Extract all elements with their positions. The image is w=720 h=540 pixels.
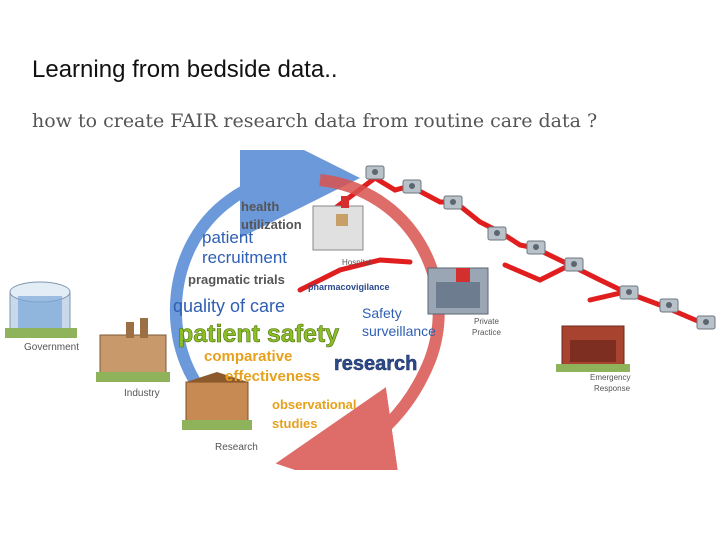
- research-label: Research: [215, 442, 258, 453]
- private-practice-building-icon: [427, 267, 489, 315]
- network-node-icons: [365, 165, 716, 330]
- emergency-response-label-line1: Emergency: [590, 373, 630, 382]
- label-comparative: comparative: [204, 348, 292, 365]
- label-surveillance: surveillance: [362, 323, 436, 339]
- label-patient: patient: [202, 228, 253, 247]
- private-practice-label-line2: Practice: [472, 328, 501, 337]
- hospital-building-icon: [312, 196, 364, 251]
- label-effectiveness: effectiveness: [225, 368, 320, 385]
- slide-subtitle: how to create FAIR research data from ro…: [32, 110, 598, 132]
- network-node-icon: [402, 179, 422, 194]
- network-node-icon: [619, 285, 639, 300]
- label-patient-safety: patient safety: [178, 320, 339, 348]
- label-health: health: [241, 199, 279, 214]
- label-safety: Safety: [362, 305, 402, 321]
- network-node-icon: [487, 226, 507, 241]
- label-utilization: utilization: [241, 217, 302, 232]
- label-research: research: [334, 353, 417, 375]
- label-studies: studies: [272, 416, 318, 431]
- government-label: Government: [24, 342, 79, 353]
- emergency-response-building-icon: [556, 325, 630, 372]
- industry-building-icon: [96, 318, 170, 382]
- network-node-icon: [443, 195, 463, 210]
- emergency-response-label-line2: Response: [594, 384, 631, 393]
- label-pharmacovigilance: pharmacovigilance: [308, 282, 390, 292]
- care-data-cycle-diagram: Government Industry Hospital Private Pra…: [5, 150, 716, 470]
- slide-title: Learning from bedside data..: [32, 56, 338, 83]
- blue-cycle-arrow: [169, 150, 360, 413]
- label-quality-of-care: quality of care: [173, 296, 285, 316]
- network-node-icon: [365, 165, 385, 180]
- research-building-icon: [182, 372, 252, 430]
- network-node-icon: [696, 315, 716, 330]
- label-observational: observational: [272, 397, 357, 412]
- government-building-icon: [5, 281, 77, 338]
- label-pragmatic-trials: pragmatic trials: [188, 272, 285, 287]
- network-node-icon: [526, 240, 546, 255]
- label-recruitment: recruitment: [202, 248, 287, 267]
- industry-label: Industry: [124, 388, 160, 399]
- hospital-label: Hospital: [342, 258, 371, 267]
- red-cycle-arrow: [275, 174, 445, 470]
- private-practice-label-line1: Private: [474, 317, 499, 326]
- network-node-icon: [564, 257, 584, 272]
- network-node-icon: [659, 298, 679, 313]
